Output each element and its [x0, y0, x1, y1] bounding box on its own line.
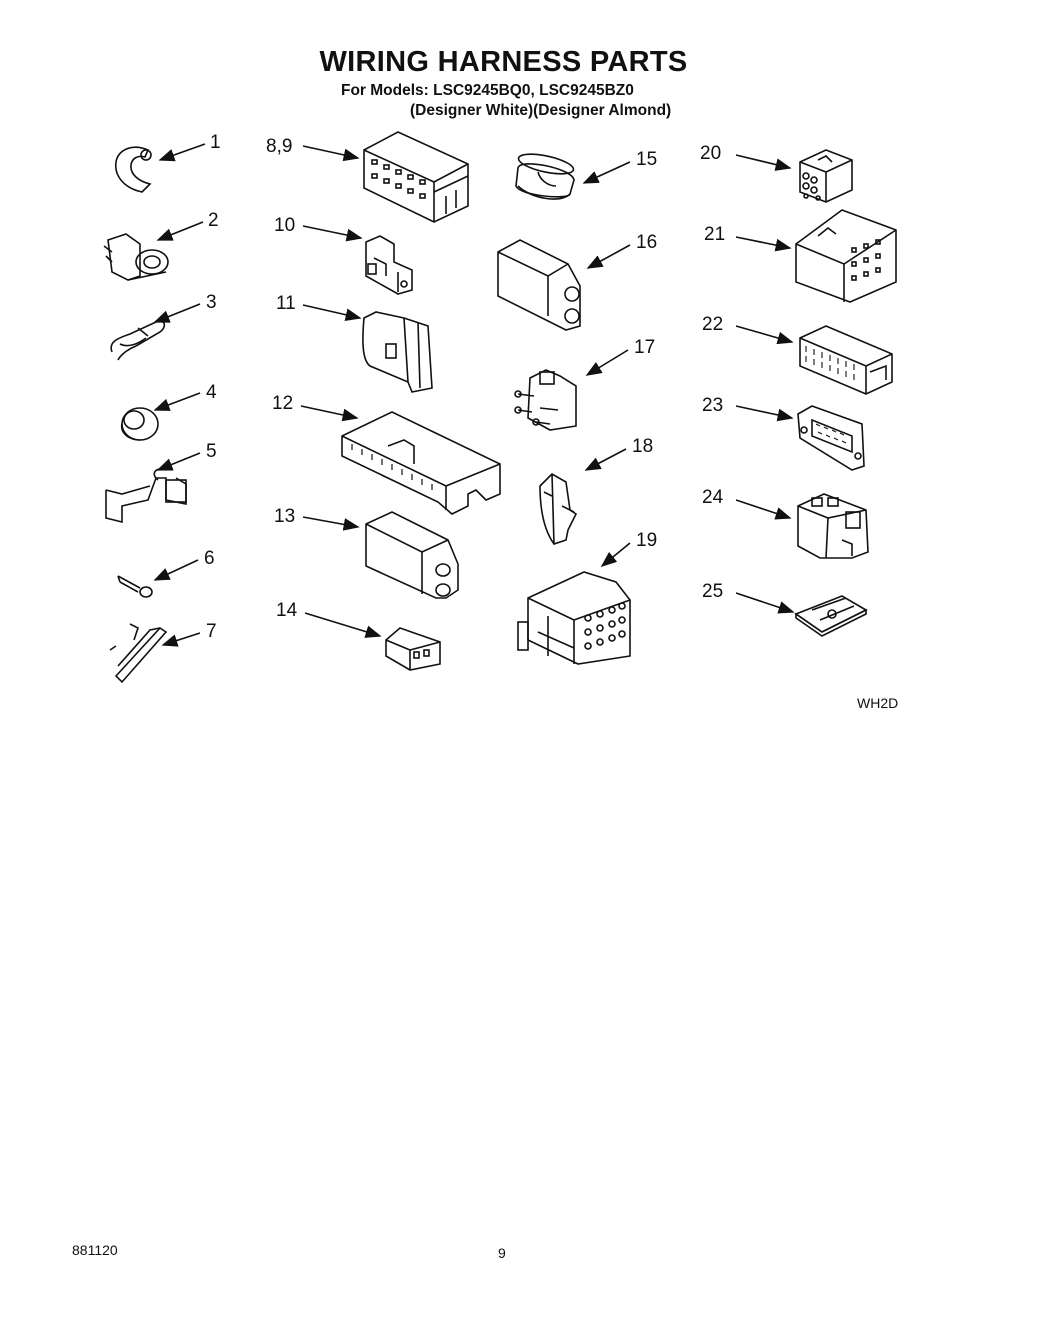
arrow-1 — [158, 143, 206, 162]
page-number: 9 — [498, 1245, 506, 1261]
arrow-17 — [585, 349, 629, 376]
arrow-2 — [156, 221, 204, 241]
part-5-bracket — [105, 468, 187, 524]
callout-12: 12 — [272, 393, 294, 414]
callout-21: 21 — [704, 224, 726, 245]
arrow-24 — [735, 499, 792, 520]
part-25-plate — [794, 595, 868, 637]
arrow-3 — [153, 303, 201, 323]
part-10-connector — [365, 235, 413, 295]
arrow-4 — [153, 392, 201, 411]
callout-14: 14 — [276, 600, 298, 621]
callout-2: 2 — [208, 210, 219, 231]
model-numbers: For Models: LSC9245BQ0, LSC9245BZ0 — [341, 82, 634, 99]
arrow-21 — [735, 236, 792, 252]
part-7-retainer — [109, 623, 168, 684]
callout-16: 16 — [636, 232, 658, 253]
arrow-7 — [161, 632, 201, 647]
part-15-sleeve — [515, 153, 575, 200]
arrow-5 — [156, 452, 201, 471]
arrow-18 — [584, 448, 627, 471]
part-6-screw — [117, 575, 153, 598]
arrow-19 — [600, 542, 631, 568]
callout-19: 19 — [636, 530, 658, 551]
arrow-6 — [153, 559, 199, 581]
arrow-8-9 — [302, 145, 360, 162]
part-14-plug — [385, 627, 441, 671]
arrow-22 — [735, 325, 794, 345]
part-22-housing — [799, 325, 893, 395]
arrow-25 — [735, 592, 795, 614]
part-4-grommet — [120, 407, 159, 441]
callout-18: 18 — [632, 436, 654, 457]
callout-17: 17 — [634, 337, 656, 358]
part-2-cable-clamp — [103, 233, 169, 281]
arrow-16 — [586, 244, 631, 269]
callout-5: 5 — [206, 441, 217, 462]
callout-10: 10 — [274, 215, 296, 236]
terminal-pins — [351, 444, 433, 490]
part-24-socket — [797, 493, 869, 559]
callout-3: 3 — [206, 292, 217, 313]
arrow-12 — [300, 405, 359, 422]
callout-6: 6 — [204, 548, 215, 569]
part-23-dsub — [797, 405, 865, 471]
callout-4: 4 — [206, 382, 217, 403]
callout-11: 11 — [276, 293, 296, 314]
callout-7: 7 — [206, 621, 217, 642]
callout-15: 15 — [636, 149, 658, 170]
arrow-11 — [302, 304, 362, 322]
part-13-connector — [365, 511, 459, 599]
page-title: WIRING HARNESS PARTS — [319, 46, 688, 78]
part-12-terminal-block — [341, 411, 501, 515]
callout-1: 1 — [210, 132, 221, 153]
part-17-pin-block — [514, 369, 577, 431]
callout-25: 25 — [702, 581, 724, 602]
part-3-wire-clip — [110, 320, 166, 361]
connector-pin-grid — [584, 602, 626, 650]
part-16-connector — [497, 239, 581, 331]
callout-13: 13 — [274, 506, 296, 527]
arrow-20 — [735, 154, 792, 171]
part-1-clip — [115, 146, 152, 193]
model-descriptions: (Designer White)(Designer Almond) — [410, 102, 672, 119]
part-8-9-connector — [363, 131, 469, 223]
arrow-10 — [302, 225, 363, 242]
callout-8-9: 8,9 — [266, 136, 293, 157]
date-code: 881120 — [72, 1242, 118, 1258]
callout-23: 23 — [702, 395, 724, 416]
part-18-terminal — [539, 473, 578, 545]
part-19-connector — [517, 571, 631, 665]
block-pin-holes — [851, 239, 881, 281]
connector-pin-holes — [371, 159, 426, 199]
callout-20: 20 — [700, 143, 722, 164]
figure-code: WH2D — [857, 695, 899, 711]
callout-24: 24 — [702, 487, 724, 508]
leader-arrows — [153, 143, 795, 647]
part-21-block — [795, 209, 897, 303]
arrow-14 — [304, 612, 382, 638]
part-11-plug — [362, 311, 433, 393]
arrow-13 — [302, 516, 360, 531]
part-20-cube — [799, 149, 853, 203]
arrow-15 — [582, 161, 631, 184]
arrow-23 — [735, 405, 794, 422]
callout-22: 22 — [702, 314, 724, 335]
